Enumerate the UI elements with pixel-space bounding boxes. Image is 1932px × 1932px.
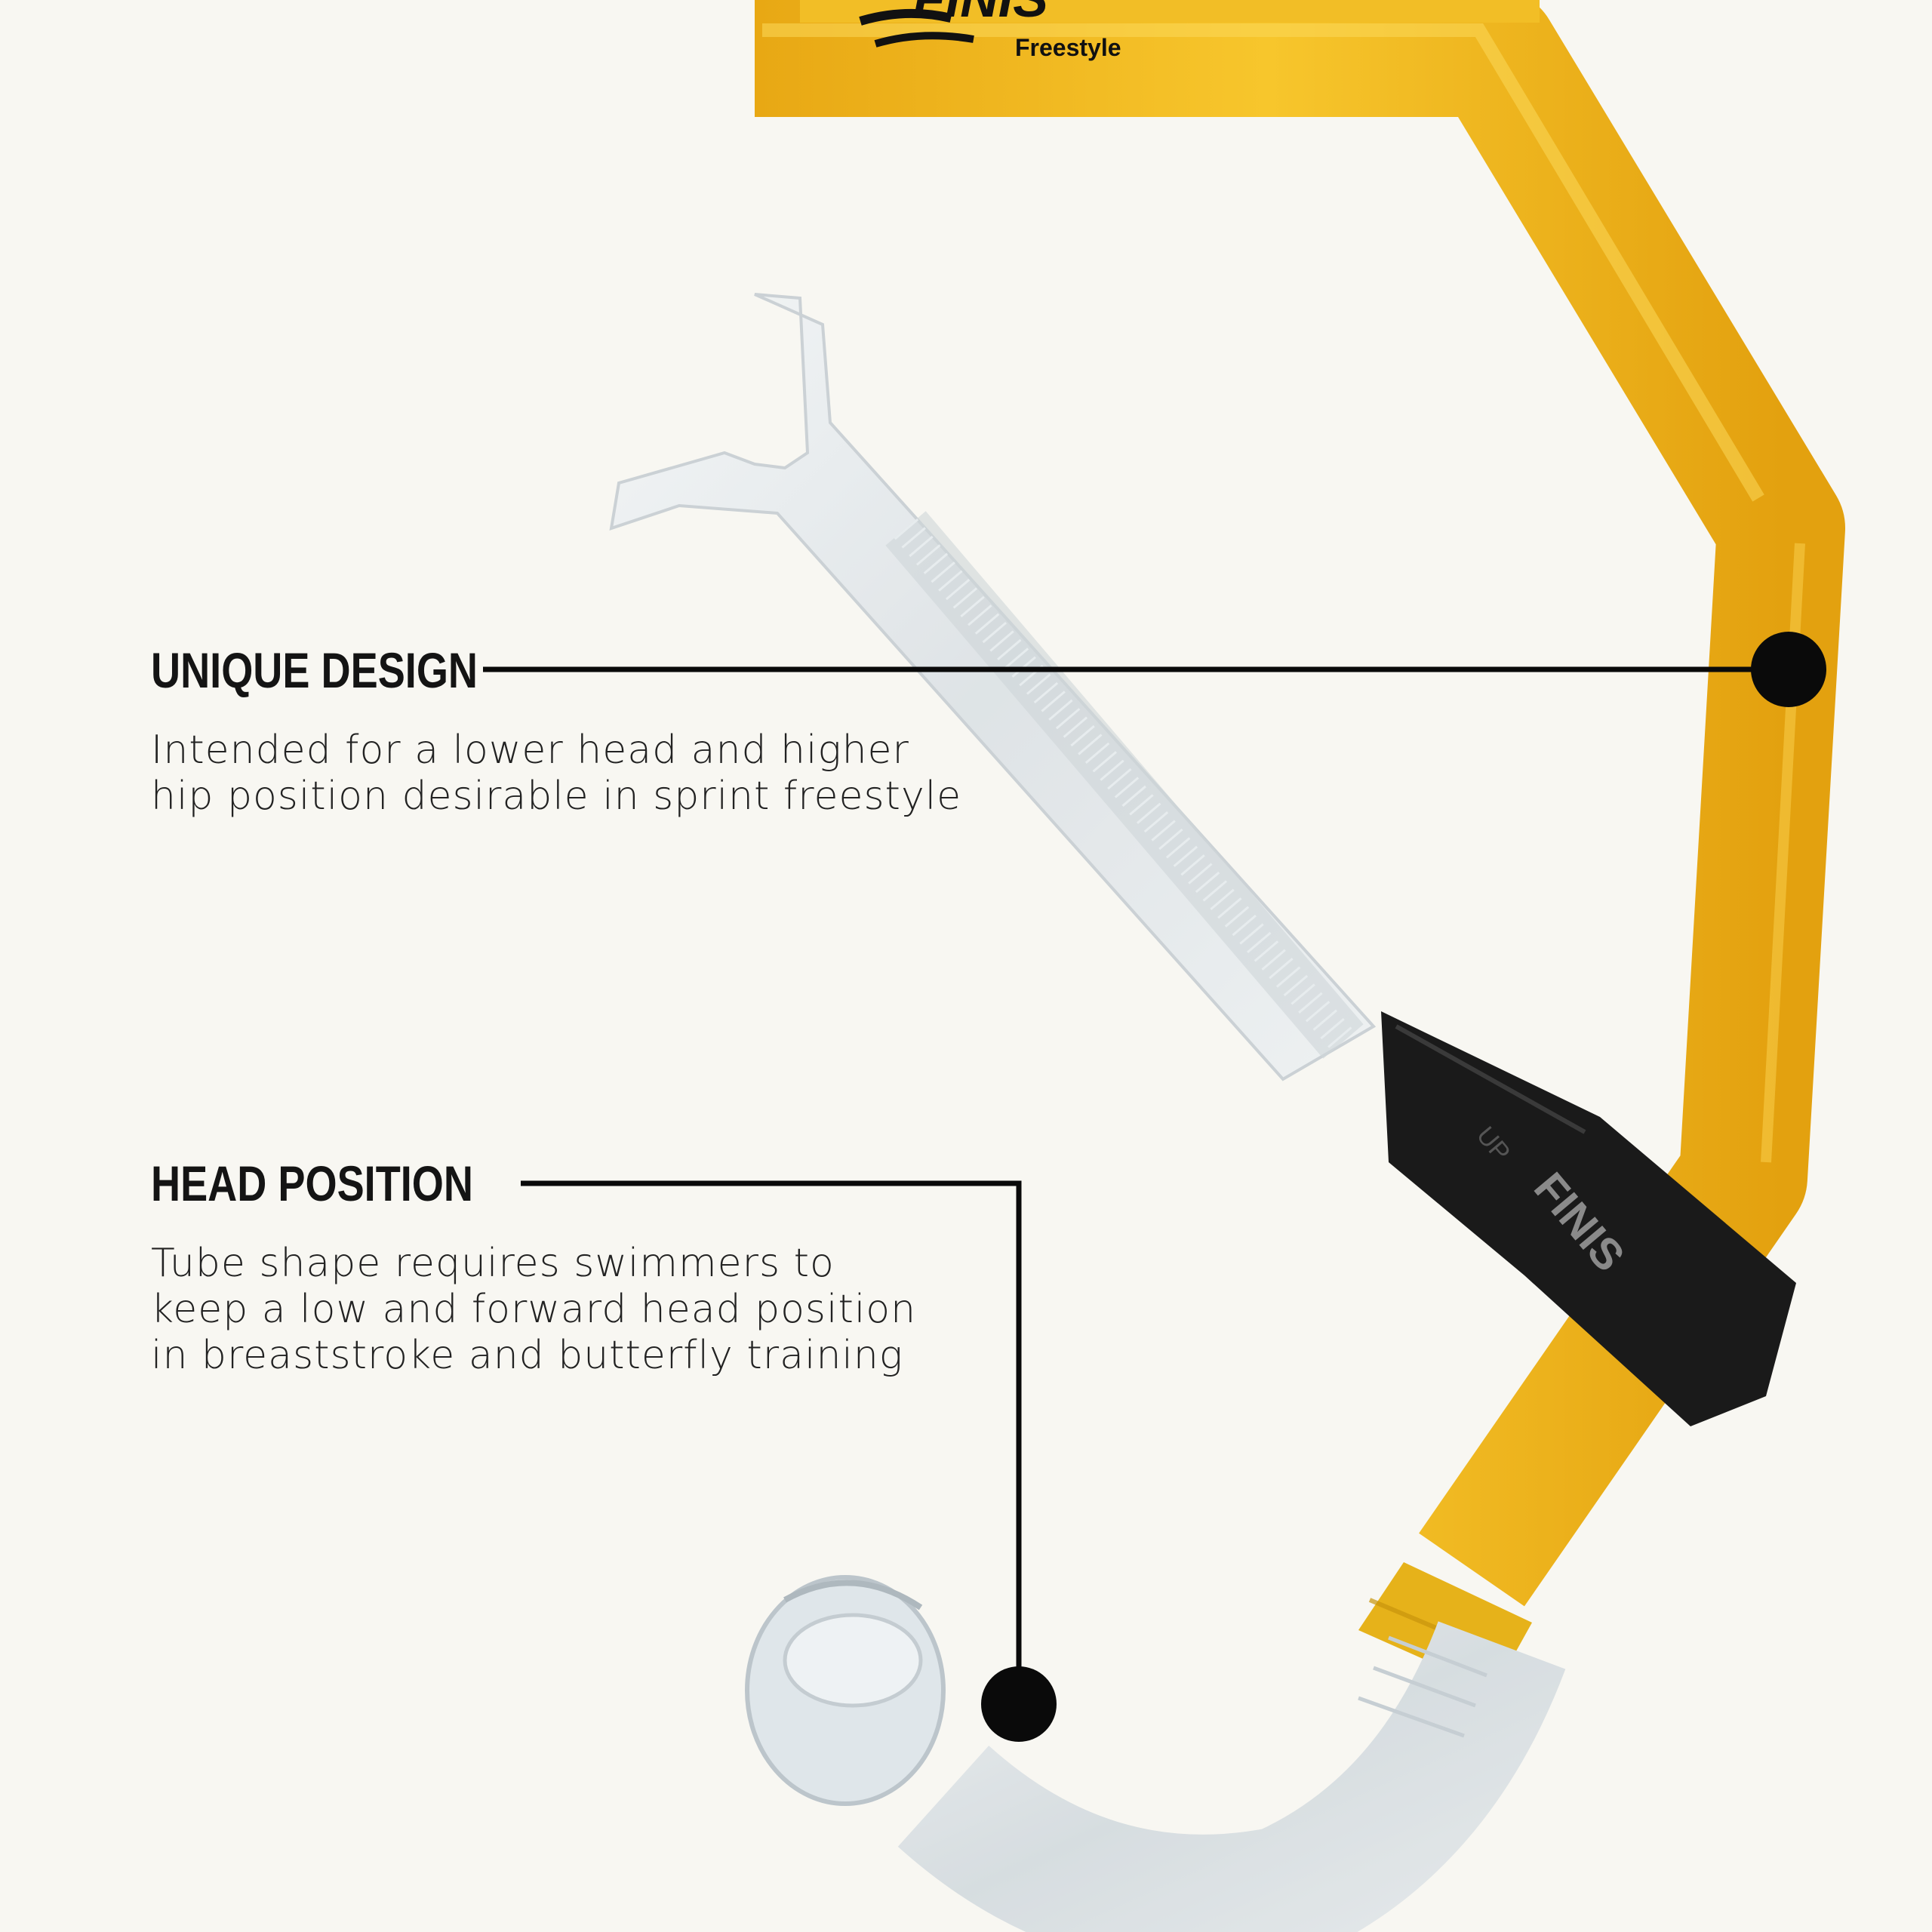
unique-design-marker [1751, 632, 1826, 707]
callout-description-line: in breaststroke and butterfly training [151, 1333, 904, 1378]
callout-title: HEAD POSITION [151, 1155, 473, 1211]
callout-unique-design: UNIQUE DESIGN Intended for a lower head … [151, 641, 961, 820]
unique-design-leader [483, 632, 1826, 707]
callout-description-line: Intended for a lower head and higher [151, 728, 909, 773]
head-position-marker [981, 1666, 1057, 1742]
callout-description: Tube shape requires swimmers to keep a l… [151, 1241, 916, 1379]
callout-head-position: HEAD POSITION Tube shape requires swimme… [151, 1155, 916, 1379]
callout-title: UNIQUE DESIGN [151, 642, 478, 698]
model-label: Freestyle [1015, 34, 1121, 61]
callout-description-line: Tube shape requires swimmers to [151, 1241, 835, 1286]
callout-description-line: hip position desirable in sprint freesty… [151, 774, 962, 819]
brand-logo-text: FINIS [913, 0, 1048, 28]
callout-description-line: keep a low and forward head position [151, 1287, 917, 1332]
head-strap [609, 293, 1377, 1081]
brand-logo: FINIS Freestyle [859, 0, 1121, 61]
mouthpiece [745, 1575, 1566, 1932]
head-position-leader [521, 1180, 1057, 1742]
strap-clip: FINIS UP [1381, 1011, 1796, 1426]
callout-description: Intended for a lower head and higher hip… [151, 728, 961, 820]
